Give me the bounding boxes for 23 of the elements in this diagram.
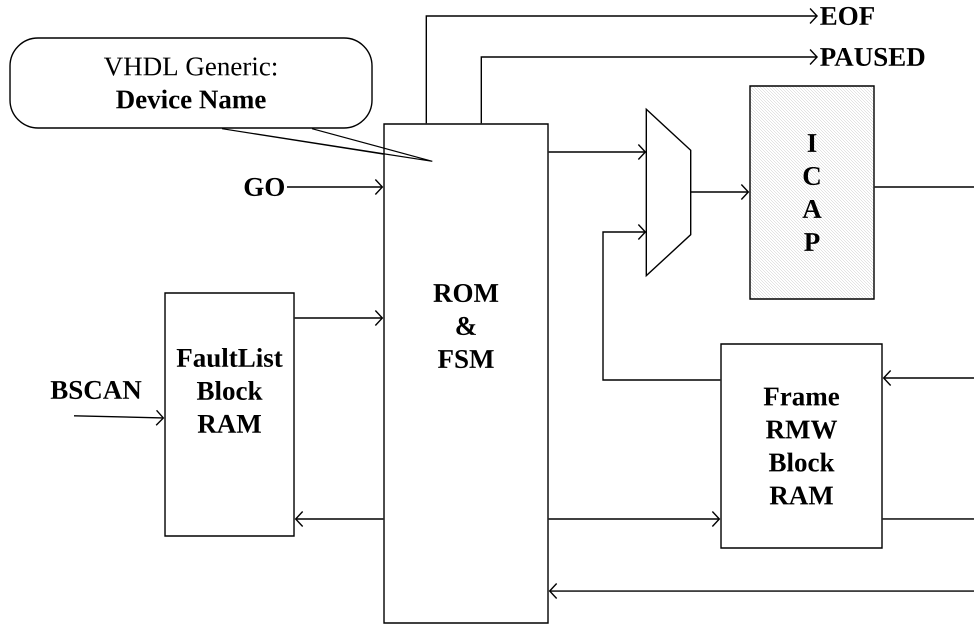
signal-label: GO (244, 178, 284, 196)
signal-label: PAUSED (820, 48, 924, 66)
arrow (287, 179, 384, 195)
arrow (294, 310, 384, 326)
arrow (602, 224, 720, 381)
wire (874, 186, 974, 188)
arrow (548, 144, 646, 160)
arrow (690, 184, 750, 200)
arrow (74, 410, 164, 426)
arrow (426, 8, 818, 124)
arrow (882, 370, 974, 386)
signal-label: EOF (820, 6, 874, 26)
block-box: Frame RMW Block RAM (720, 343, 883, 549)
hatched-box: I C A P (749, 85, 875, 300)
wire (882, 518, 974, 520)
arrow (548, 583, 974, 599)
block-box: ROM & FSM (383, 123, 549, 624)
arrow (480, 49, 818, 124)
callout-bubble: VHDL Generic: Device Name (9, 37, 373, 129)
arrow (294, 511, 384, 527)
arrow (548, 511, 720, 527)
block-box: FaultList Block RAM (164, 292, 295, 537)
signal-label: BSCAN (50, 380, 142, 400)
